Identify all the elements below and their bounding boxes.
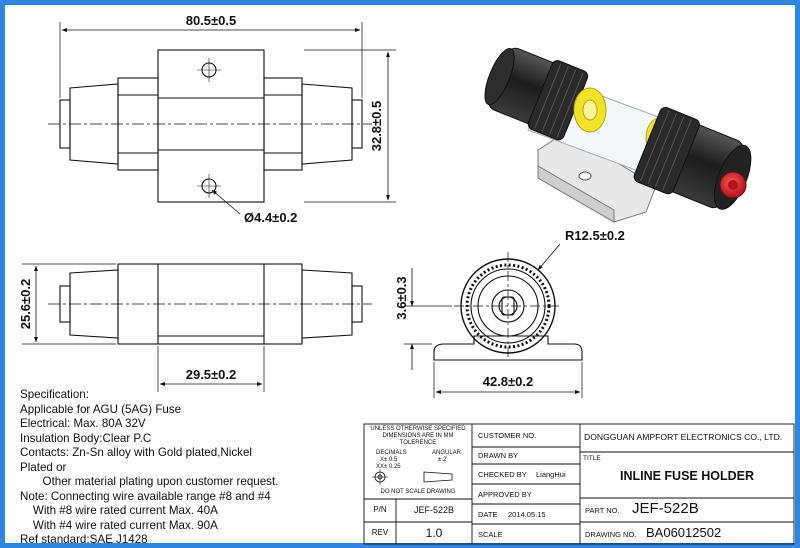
spec-line: Note: Connecting wire available range #8… [20,489,271,503]
checked-by-label: CHECKED BY [478,470,527,479]
dimension-bracket-width: 29.5±0.2 [186,367,237,382]
top-view [48,22,396,215]
spec-line: Applicable for AGU (5AG) Fuse [20,402,182,416]
tolerance-note: UNLESS OTHERWISE SPECIFIED DIMENSIONS AR… [364,426,472,447]
checked-by-value: LiangHui [536,470,566,479]
dimension-hole: Ø4.4±0.2 [244,210,297,225]
tolerance-note-line: UNLESS OTHERWISE SPECIFIED [370,426,466,432]
date-label: DATE [478,510,498,519]
drawn-by-label: DRAWN BY [478,451,519,460]
spec-line: Contacts: Zn-Sn alloy with Gold plated,N… [20,446,252,459]
spec-line: Other material plating upon customer req… [20,475,279,488]
spec-line: Ref standard:SAE J1428 [20,533,148,546]
side-view [22,263,372,392]
customer-no-label: CUSTOMER NO. [478,431,537,440]
scale-label: SCALE [478,530,503,539]
drawing-no-value: BA06012502 [646,525,722,540]
approved-by-label: APPROVED BY [478,490,532,499]
dimension-base-width: 42.8±0.2 [483,374,534,389]
drawing-no-label: DRAWING NO. [585,530,637,539]
end-view [404,243,583,398]
specification-notes: Specification: Applicable for AGU (5AG) … [20,388,278,548]
tolerance-note-line: DIMENSIONS ARE IN MM [382,433,454,439]
pn-value: JEF-522B [413,505,455,515]
dimension-height: 32.8±0.5 [369,101,384,152]
spec-line: Specification: [20,388,89,401]
part-no-label: PART NO. [585,506,620,515]
company-name: DONGGUAN AMPFORT ELECTRONICS CO., LTD. [584,432,783,442]
tolerance-angle: ± 2' [438,457,448,463]
spec-line: With #4 wire rated current Max. 90A [20,518,218,532]
drawing-title: INLINE FUSE HOLDER [619,469,755,483]
pn-label: P/N [373,505,387,514]
rev-label: REV [371,528,389,537]
spec-line: Plated or [20,460,67,474]
date-value: 2014.05.15 [508,510,546,519]
dimension-side-height: 25.6±0.2 [18,279,33,330]
spec-line: With #8 wire rated current Max. 40A [20,504,218,517]
dimension-center-offset: 3.6±0.3 [394,276,409,319]
title-block-grid [363,423,795,545]
angular-label: ANGULAR [432,450,462,456]
decimals-label: DECIMALS [376,450,407,456]
tolerance-x: X± 0.5 [380,457,398,463]
title-label: TITLE [583,455,601,462]
spec-line: Insulation Body:Clear P.C [20,431,152,445]
no-scale-note: DO NOT SCALE DRAWING [380,489,456,495]
product-render [484,47,752,223]
tolerance-xx: XX± 0.25 [376,464,401,470]
dimension-length: 80.5±0.5 [186,13,237,28]
dimension-radius: R12.5±0.2 [565,228,625,243]
rev-value: 1.0 [425,526,443,540]
tolerance-note-line: TOLERENCE [399,440,437,446]
spec-line: Electrical: Max. 80A 32V [20,417,146,430]
part-no-value: JEF-522B [632,500,699,517]
